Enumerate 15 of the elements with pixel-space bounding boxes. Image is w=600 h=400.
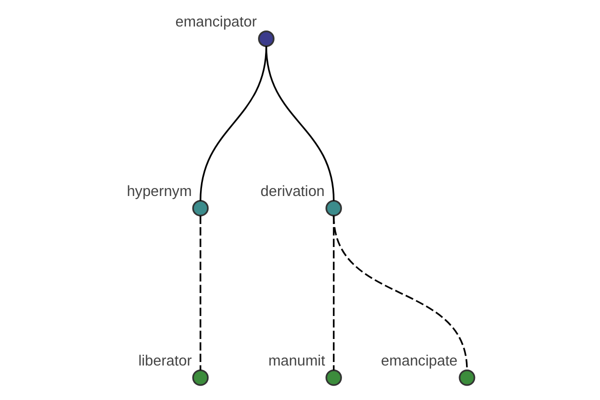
node-label: emancipator	[175, 14, 257, 31]
node-circle	[458, 369, 476, 386]
connector	[265, 46, 335, 201]
node-label: hypernym	[126, 184, 192, 200]
node-circle	[192, 200, 209, 216]
connector	[200, 216, 202, 370]
connector	[332, 216, 468, 370]
node-circle	[258, 30, 274, 47]
node-circle	[192, 369, 209, 386]
node-label: liberator	[138, 354, 192, 370]
node-circle	[326, 200, 342, 216]
node-label: emancipate	[381, 354, 458, 370]
node-label: derivation	[260, 184, 325, 200]
node-label: manumit	[268, 354, 326, 370]
node-circle	[326, 369, 342, 386]
